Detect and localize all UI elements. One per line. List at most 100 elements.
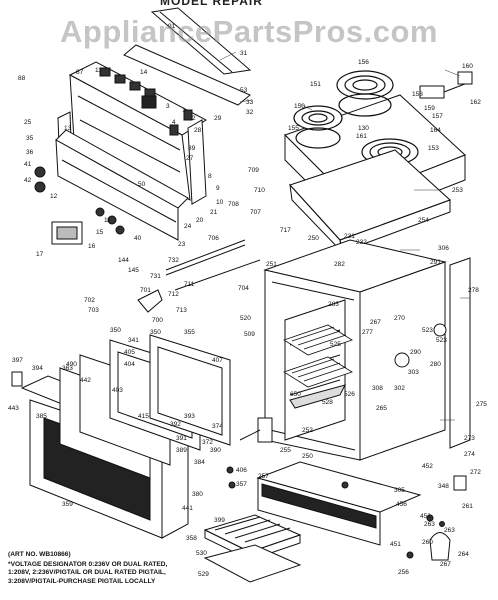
- callout: 732: [168, 257, 179, 264]
- callout: 160: [462, 63, 473, 70]
- callout: 36: [26, 149, 34, 156]
- callout: 50: [138, 181, 146, 188]
- callout: 391: [176, 435, 187, 442]
- callout: 21: [210, 209, 218, 216]
- callout: 272: [470, 469, 481, 476]
- callout: 358: [186, 535, 197, 542]
- callout: 257: [258, 473, 269, 480]
- callout: 453: [420, 513, 431, 520]
- callout: 2: [192, 115, 196, 122]
- callout: 158: [412, 91, 423, 98]
- clock-module: [51, 221, 83, 245]
- callout: 23: [178, 241, 186, 248]
- callout: 150: [294, 103, 305, 110]
- callout: 164: [430, 127, 441, 134]
- callout: 392: [170, 421, 181, 428]
- callout: 88: [18, 75, 26, 82]
- callout: 523: [422, 327, 433, 334]
- door-hinge: [239, 417, 273, 443]
- callout: 250: [302, 453, 313, 460]
- callout: 153: [428, 145, 439, 152]
- callout: 407: [212, 357, 223, 364]
- note-line: *VOLTAGE DESIGNATOR 0:236V OR DUAL RATED…: [8, 561, 168, 569]
- note-line: 3:208V/PIGTAIL-PURCHASE PIGTAIL LOCALLY: [8, 577, 156, 585]
- callout: 509: [244, 331, 255, 338]
- callout: 350: [110, 327, 121, 334]
- callout: 156: [358, 59, 369, 66]
- knob-group: [34, 166, 125, 235]
- callout: 490: [66, 361, 77, 368]
- callout: 704: [238, 285, 249, 292]
- callout: 348: [438, 483, 449, 490]
- terminal-block: [419, 71, 473, 99]
- callout: 291: [430, 259, 441, 266]
- callout: 393: [184, 413, 195, 420]
- callout: 16: [88, 243, 96, 250]
- art-number: (ART NO. WB10866): [8, 551, 71, 558]
- callout: 10: [216, 199, 224, 206]
- callout: 8: [208, 173, 212, 180]
- hinge-clip: [11, 371, 23, 387]
- callout: 404: [124, 361, 135, 368]
- callout: 526: [344, 391, 355, 398]
- callout: 4: [172, 119, 176, 126]
- callout: 703: [88, 307, 99, 314]
- callout: 256: [398, 569, 409, 576]
- callout: 308: [372, 385, 383, 392]
- callout: 267: [370, 319, 381, 326]
- callout: 359: [62, 501, 73, 508]
- callout: 25: [24, 119, 32, 126]
- callout: 274: [464, 451, 475, 458]
- callout: 275: [476, 401, 487, 408]
- callout: 278: [468, 287, 479, 294]
- callout: 41: [24, 161, 32, 168]
- callout: 530: [196, 550, 207, 557]
- callout: 42: [24, 177, 32, 184]
- callout: 161: [356, 133, 367, 140]
- callout: 261: [462, 503, 473, 510]
- callout: 29: [214, 115, 222, 122]
- callout: 389: [176, 447, 187, 454]
- callout: 273: [464, 435, 475, 442]
- callout: 380: [192, 491, 203, 498]
- callout: 708: [228, 201, 239, 208]
- callout: 523: [436, 337, 447, 344]
- callout: 702: [84, 297, 95, 304]
- callout: 254: [418, 217, 429, 224]
- title-fragment: MODEL REPAIR: [160, 0, 263, 8]
- callout: 277: [362, 329, 373, 336]
- callout: 87: [76, 69, 84, 76]
- callout: 253: [452, 187, 463, 194]
- callout: 283: [328, 301, 339, 308]
- callout: 264: [458, 551, 469, 558]
- callout: 267: [440, 561, 451, 568]
- callout: 442: [80, 377, 91, 384]
- leveling-leg: [453, 475, 467, 491]
- callout: 31: [240, 50, 248, 57]
- callout: 520: [240, 315, 251, 322]
- callout: 155: [288, 125, 299, 132]
- callout: 1: [182, 107, 186, 114]
- callout: 355: [184, 329, 195, 336]
- control-panel: [68, 61, 208, 201]
- callout: 713: [176, 307, 187, 314]
- callout: 711: [184, 281, 195, 288]
- callout: 145: [128, 267, 139, 274]
- callout: 89: [188, 145, 196, 152]
- callout: 151: [310, 81, 321, 88]
- callout: 650: [290, 391, 301, 398]
- callout: 53: [240, 87, 248, 94]
- callout: 406: [236, 467, 247, 474]
- callout: 280: [430, 361, 441, 368]
- note-line: 1:208V, 2:236V/PIGTAIL OR DUAL RATED PIG…: [8, 569, 166, 577]
- callout: 363: [62, 365, 73, 372]
- callout: 252: [302, 427, 313, 434]
- callout: 24: [184, 223, 192, 230]
- callout: 263: [444, 527, 455, 534]
- callout: 265: [376, 405, 387, 412]
- callout: 12: [50, 193, 58, 200]
- callout: 260: [422, 539, 433, 546]
- callout: 250: [308, 235, 319, 242]
- oven-door: [20, 334, 231, 539]
